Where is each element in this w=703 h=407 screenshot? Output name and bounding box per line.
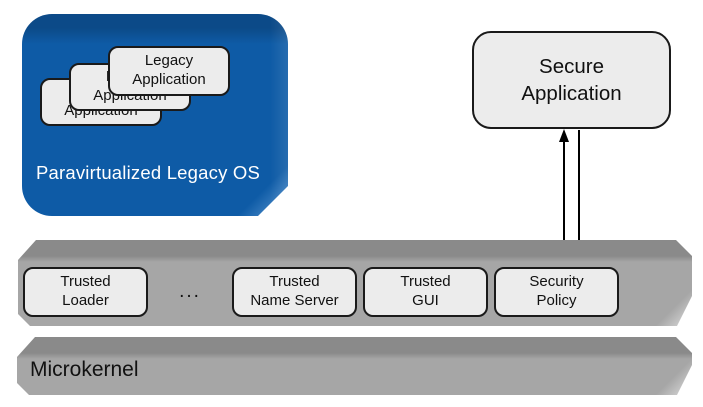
paravirtualized-legacy-os-container: Legacy Application Legacy Application Le… (22, 14, 288, 216)
services-ellipsis-label: ... (179, 281, 201, 302)
service-label-line1: Trusted (400, 273, 451, 291)
service-label-line1: Trusted (60, 273, 111, 291)
secure-application-label-line1: Secure (539, 54, 604, 78)
service-label-line1: Security (529, 273, 584, 291)
service-box-trusted-gui: Trusted GUI (363, 267, 488, 317)
service-label-line2: Name Server (250, 292, 339, 309)
microkernel-bar (17, 337, 692, 395)
legacy-application-label-line2: Application (132, 71, 206, 88)
service-label-line1: Trusted (269, 273, 320, 291)
service-label-line2: Loader (62, 292, 109, 309)
secure-application-box: Secure Application (472, 31, 671, 129)
service-label-line2: GUI (412, 292, 439, 309)
service-box-trusted-name-server: Trusted Name Server (232, 267, 357, 317)
microkernel-label: Microkernel (30, 358, 139, 381)
legacy-os-label: Paravirtualized Legacy OS (35, 162, 261, 183)
service-box-security-policy: Security Policy (494, 267, 619, 317)
service-box-trusted-loader: Trusted Loader (23, 267, 148, 317)
arrow-line-up-to-secure-application (563, 142, 565, 266)
service-label-line2: Policy (536, 292, 577, 309)
legacy-application-label-line1: Legacy (144, 52, 194, 70)
arrowhead-up-icon (559, 129, 569, 142)
secure-application-label-line2: Application (521, 82, 622, 105)
legacy-application-box-front: Legacy Application (108, 46, 230, 96)
arrow-line-down-to-security-policy (578, 130, 580, 254)
